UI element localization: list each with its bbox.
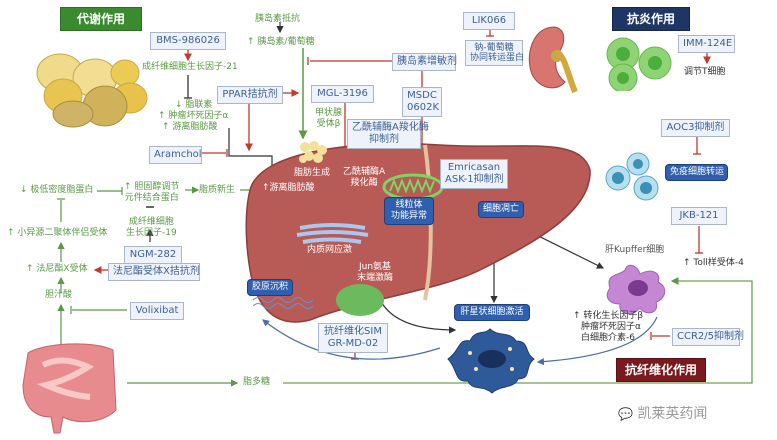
acc-enzyme-line1: 乙酰辅酶A	[343, 167, 386, 177]
fgf19-line1: 成纤维细胞	[128, 217, 174, 227]
label-lipogenesis: 脂质新生	[199, 185, 236, 195]
label-fxr: ↑ 法尼酯X受体	[26, 264, 88, 274]
drug-ngm-282: NGM-282	[124, 246, 182, 264]
label-thyroid-receptor: 甲状腺 受体β	[315, 108, 342, 130]
drug-aramchol: Aramchol	[149, 146, 202, 164]
drug-jkb-121: JKB-121	[671, 207, 727, 225]
drug-msdc-0602k: MSDC 0602K	[402, 87, 442, 117]
thyroid-line2: 受体β	[316, 119, 341, 129]
msdc-line1: MSDC	[407, 90, 437, 101]
label-ffa: ↑ 游离脂肪酸	[162, 122, 218, 132]
emricasan-line1: Emricasan	[447, 162, 501, 173]
acc-line1: 乙酰辅酶A羧化酶	[352, 122, 429, 133]
label-cytokines: ↑ 转化生长因子β 肿瘤坏死因子α 白细胞介素-6	[573, 311, 643, 344]
cytokine-tnfa: 肿瘤坏死因子α	[581, 322, 641, 332]
label-lps: 脂多糖	[243, 377, 271, 387]
jnk-line2: 末端激酶	[357, 273, 394, 283]
watermark: 💬 凯莱英药闻	[618, 403, 707, 423]
box-apoptosis: 细胞凋亡	[478, 201, 524, 218]
cytokine-tgfb: ↑ 转化生长因子β	[573, 311, 644, 321]
anti-fibrotic-title: 抗纤维化作用	[616, 358, 706, 382]
drug-ppar-antagonist: PPAR拮抗剂	[217, 86, 283, 104]
kupffer-cell-icon	[606, 264, 666, 315]
sim-line2: GR-MD-02	[327, 338, 379, 349]
metabolic-title: 代谢作用	[60, 7, 142, 31]
drug-ccr2-5-inhibitor: CCR2/5抑制剂	[672, 328, 744, 346]
t-cell-cluster-icon	[606, 37, 672, 91]
shp-text: 小异源二聚体伴侣受体	[17, 228, 108, 238]
hepatic-stellate-cell-icon	[447, 328, 535, 394]
cytokine-il6: 白细胞介素-6	[581, 333, 635, 343]
kidney-icon	[528, 26, 578, 94]
sglt-line1: 钠-葡萄糖	[474, 43, 514, 53]
drug-emricasan-ask1: Emricasan ASK-1抑制剂	[440, 159, 508, 189]
mitochondrion-icon	[382, 173, 444, 201]
lipid-droplet-icon	[299, 141, 327, 163]
box-immune-transport: 免疫细胞转运	[665, 164, 728, 181]
label-insulin-resistance: 胰岛素抵抗	[255, 14, 301, 24]
anti-inflammatory-title: 抗炎作用	[612, 7, 690, 31]
adipocyte-cluster-icon	[36, 53, 148, 128]
sim-line1: 抗纤维化SIM	[324, 326, 382, 337]
drug-acc-inhibitor: 乙酰辅酶A羧化酶 抑制剂	[347, 119, 429, 149]
collagen-fibers-icon	[253, 297, 313, 309]
label-er-stress: 内质网应激	[307, 245, 353, 255]
fxr-text: 法尼酯X受体	[36, 264, 88, 274]
tlr4-text: Toll样受体-4	[693, 258, 744, 268]
transporter-sglt: 钠-葡萄糖 协同转运蛋白	[465, 40, 525, 66]
label-adiponectin: ↓ 脂联素	[175, 100, 213, 110]
srebp-line1: ↑ 胆固醇调节	[124, 182, 180, 192]
sglt-line2: 协同转运蛋白	[470, 53, 525, 63]
insulin-glucose-text: 胰岛素/葡萄糖	[257, 37, 315, 47]
drug-insulin-sensitizer: 胰岛素增敏剂	[392, 53, 457, 71]
drug-mgl-3196: MGL-3196	[311, 85, 374, 103]
mito-line1: 线粒体	[395, 200, 423, 210]
msdc-line2: 0602K	[407, 102, 440, 113]
mito-line2: 功能异常	[390, 211, 427, 221]
drug-lik066: LIK066	[463, 12, 515, 30]
srebp-line2: 元件结合蛋白	[124, 193, 179, 203]
drug-imm-124e: IMM-124E	[678, 35, 735, 53]
acc-enzyme-line2: 羧化酶	[350, 178, 378, 188]
thyroid-line1: 甲状腺	[315, 108, 343, 118]
label-tlr4: ↑ Toll样受体-4	[683, 258, 744, 268]
drug-aoc3-inhibitor: AOC3抑制剂	[661, 119, 730, 137]
label-insulin-glucose: ↑ 胰岛素/葡萄糖	[247, 37, 315, 47]
immune-cell-cluster-icon	[605, 152, 659, 201]
box-mitochondrial-dysfunction: 线粒体 功能异常	[384, 197, 434, 225]
emricasan-line2: ASK-1抑制剂	[445, 174, 504, 185]
label-acc-enzyme: 乙酰辅酶A 羧化酶	[343, 167, 385, 189]
label-jnk: Jun氨基 末端激酶	[357, 262, 393, 284]
intestine-icon	[22, 343, 117, 434]
label-lipid-generation: 脂肪生成	[294, 168, 331, 178]
drug-volixibat: Volixibat	[130, 302, 184, 320]
jnk-line1: Jun氨基	[358, 262, 392, 272]
tnfa-text: 肿瘤坏死因子α	[168, 111, 229, 121]
wechat-icon: 💬	[618, 407, 633, 421]
endoplasmic-reticulum-icon	[296, 223, 369, 244]
label-tnfa: ↑ 肿瘤坏死因子α	[158, 111, 229, 121]
label-fgf21: 成纤维细胞生长因子-21	[142, 62, 238, 72]
liver-ffa-text: 游离脂肪酸	[269, 183, 315, 193]
label-kupffer: 肝Kupffer细胞	[605, 245, 665, 255]
label-srebp: ↑ 胆固醇调节 元件结合蛋白	[124, 182, 179, 204]
label-liver-ffa: ↑游离脂肪酸	[262, 183, 315, 193]
watermark-text: 凯莱英药闻	[637, 406, 708, 422]
fgf19-line2: 生长因子-19	[126, 228, 177, 238]
label-t-cell: 调节T细胞	[684, 67, 726, 77]
drug-sim-gr-md-02: 抗纤维化SIM GR-MD-02	[318, 323, 388, 353]
ffa-text: 游离脂肪酸	[172, 122, 218, 132]
acc-line2: 抑制剂	[369, 134, 399, 145]
label-vldl: ↓ 极低密度脂蛋白	[20, 185, 94, 195]
drug-bms-986026: BMS-986026	[150, 32, 226, 50]
vldl-text: 极低密度脂蛋白	[30, 185, 94, 195]
label-shp: ↑ 小异源二聚体伴侣受体	[7, 228, 108, 238]
drug-fxr-agonist: 法尼酯受体X拮抗剂	[108, 263, 200, 281]
label-bile-acid: 胆汁酸	[45, 290, 73, 300]
label-fgf19: 成纤维细胞 生长因子-19	[126, 217, 177, 239]
adiponectin-text: 脂联素	[185, 100, 213, 110]
box-hsc-activation: 肝星状细胞激活	[454, 304, 530, 321]
box-collagen-deposition: 胶原沉积	[247, 279, 293, 296]
